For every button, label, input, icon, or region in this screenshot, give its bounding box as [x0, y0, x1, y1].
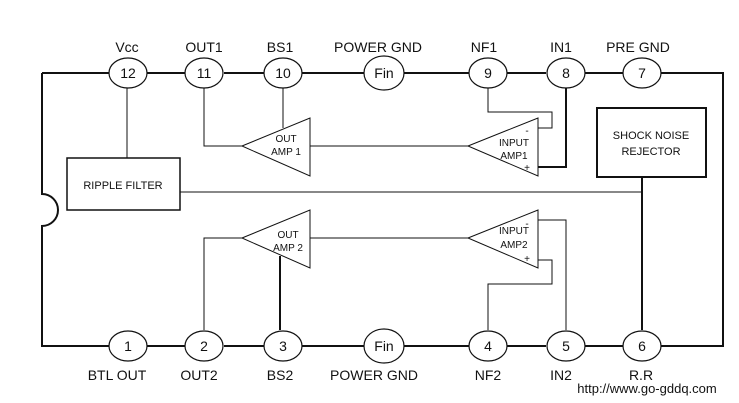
- pin-label: R.R: [629, 367, 653, 383]
- input-amp2-line1: INPUT: [499, 226, 529, 237]
- pin-label: IN1: [550, 39, 572, 55]
- pin-bottom-4: 4 NF2: [468, 330, 508, 383]
- pin-number: 4: [484, 338, 492, 354]
- ripple-filter-block: RIPPLE FILTER: [66, 157, 181, 211]
- pin-bottom-5: 5 IN2: [546, 330, 586, 383]
- pin-top-12: 12 Vcc: [108, 39, 148, 89]
- pin-bottom-6: 6 R.R: [622, 330, 662, 383]
- pin-number: 10: [275, 65, 291, 81]
- pin-top-11: 11 OUT1: [184, 39, 224, 89]
- pin-number: 11: [197, 65, 212, 81]
- input-amp1-line1: INPUT: [499, 138, 529, 149]
- pin-label: OUT1: [185, 39, 223, 55]
- pin-top-8: 8 IN1: [546, 39, 586, 89]
- wiring: [126, 88, 643, 330]
- out-amp1-line1: OUT: [275, 134, 296, 145]
- out-amp2-line1: OUT: [277, 230, 298, 241]
- pin-bottom-2: 2 OUT2: [180, 330, 224, 383]
- out-amp2: OUT AMP 2: [240, 209, 311, 269]
- pin-bottom-3: 3 BS2: [263, 330, 303, 383]
- pin-number: Fin: [374, 65, 393, 81]
- shock-noise-rejector-block: SHOCK NOISE REJECTOR: [596, 107, 707, 178]
- pin-top-10: 10 BS1: [263, 39, 303, 89]
- pin-top-7: 7 PRE GND: [606, 39, 670, 89]
- pin-top-fin: Fin POWER GND: [334, 39, 422, 91]
- pin-label: IN2: [550, 367, 572, 383]
- input-amp1-plus: +: [524, 163, 530, 174]
- pin-number: 2: [200, 338, 208, 354]
- input-amp1-line2: AMP1: [500, 151, 528, 162]
- input-amp2-minus: -: [525, 219, 528, 230]
- pin-number: Fin: [374, 338, 393, 354]
- pin-label: BS1: [267, 39, 294, 55]
- pin-bottom-fin: Fin POWER GND: [330, 328, 418, 383]
- pin-label: BS2: [267, 367, 294, 383]
- pin-label: POWER GND: [330, 367, 418, 383]
- pin-number: 9: [484, 65, 492, 81]
- pin-number: 6: [638, 338, 646, 354]
- pin-label: NF2: [475, 367, 502, 383]
- input-amp2: INPUT AMP2 - +: [466, 209, 539, 269]
- pin-number: 5: [562, 338, 570, 354]
- shock-label-line1: SHOCK NOISE: [613, 130, 689, 142]
- pin-number: 3: [279, 338, 287, 354]
- out-amp1-line2: AMP 1: [271, 147, 301, 158]
- pin-number: 12: [120, 65, 136, 81]
- chip-outline: [41, 72, 724, 347]
- input-amp1: INPUT AMP1 - +: [466, 117, 539, 177]
- out-amp1: OUT AMP 1: [240, 117, 311, 177]
- input-amp2-plus: +: [524, 254, 530, 265]
- pin-label: PRE GND: [606, 39, 670, 55]
- input-amp2-line2: AMP2: [500, 240, 528, 251]
- pin-top-9: 9 NF1: [468, 39, 508, 89]
- pin-number: 7: [638, 65, 646, 81]
- footer-url: http://www.go-gddq.com: [577, 381, 716, 396]
- ripple-filter-label: RIPPLE FILTER: [83, 180, 162, 192]
- out-amp2-line2: AMP 2: [273, 243, 303, 254]
- pin-label: OUT2: [180, 367, 218, 383]
- pin-label: Vcc: [115, 39, 138, 55]
- pin-label: BTL OUT: [88, 367, 147, 383]
- input-amp1-minus: -: [525, 126, 528, 137]
- pin-label: NF1: [471, 39, 498, 55]
- shock-label-line2: REJECTOR: [621, 146, 680, 158]
- pin-number: 8: [562, 65, 570, 81]
- pin-number: 1: [124, 338, 132, 354]
- pin-label: POWER GND: [334, 39, 422, 55]
- pin-bottom-1: 1 BTL OUT: [88, 330, 148, 383]
